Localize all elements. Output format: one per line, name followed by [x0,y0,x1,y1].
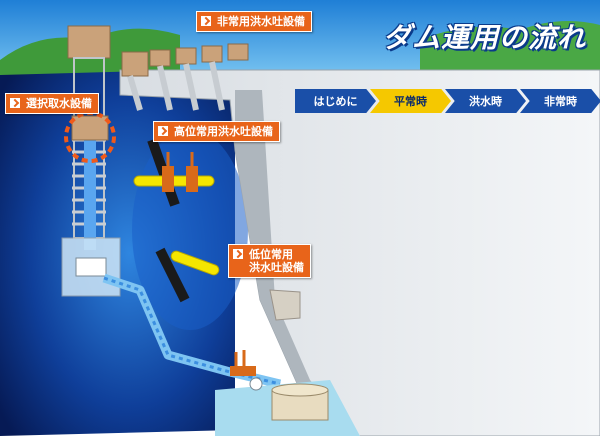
nav-step-intro[interactable]: はじめに [295,89,376,113]
arrow-icon [233,249,243,259]
powerhouse [230,350,329,421]
page-title: ダム運用の流れ [382,21,586,54]
label-high-outlet[interactable]: 高位常用洪水吐設備 [153,121,280,142]
arrow-icon [10,98,20,108]
cutaway-circle [132,130,248,330]
label-text-line2: 洪水吐設備 [249,261,304,274]
intake-tower [61,25,121,297]
arrow-icon [158,126,168,136]
nav-step-emergency[interactable]: 非常時 [520,89,600,113]
low-outlet-pipe [155,247,220,303]
nav-step-normal[interactable]: 平常時 [370,89,451,113]
label-emergency-spillway[interactable]: 非常用洪水吐設備 [196,11,312,32]
label-text: 選択取水設備 [26,97,92,110]
dam-gallery [269,289,301,321]
label-selective-intake[interactable]: 選択取水設備 [5,93,99,114]
label-text-line1: 低位常用 [249,248,293,261]
arrow-icon [201,16,211,26]
high-outlet-pipe [133,138,215,207]
crest-gates [121,43,249,111]
label-text: 高位常用洪水吐設備 [174,125,273,138]
operation-step-nav: はじめに 平常時 洪水時 非常時 [295,89,600,113]
label-low-outlet[interactable]: 低位常用 洪水吐設備 [228,244,311,278]
label-text: 非常用洪水吐設備 [217,15,305,28]
nav-step-flood[interactable]: 洪水時 [445,89,526,113]
